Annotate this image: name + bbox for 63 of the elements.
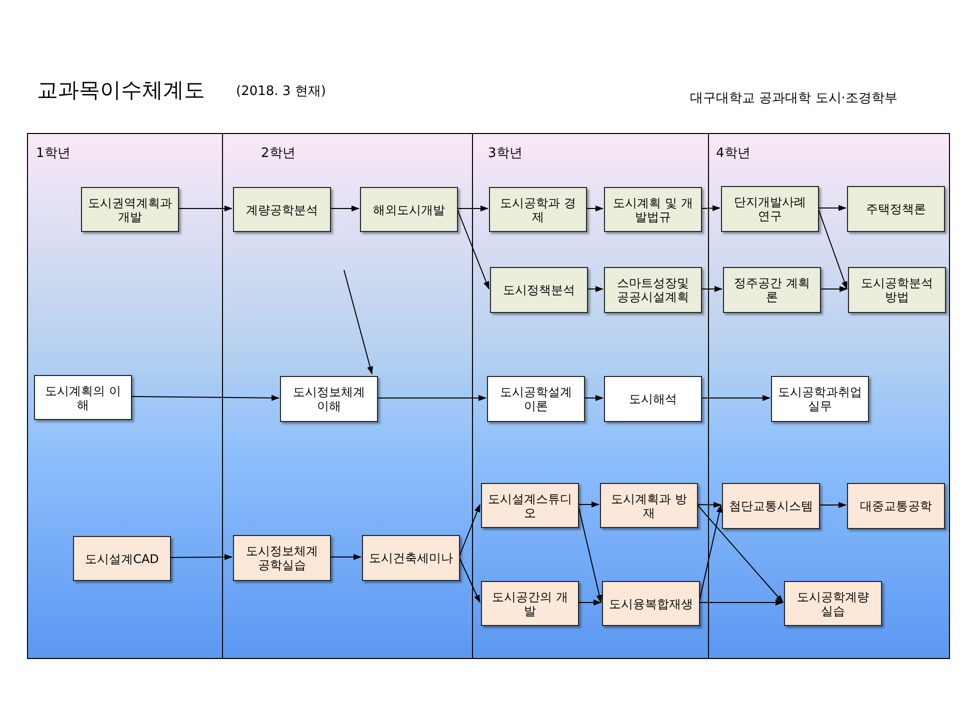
course-box: 도시설계CAD — [73, 536, 171, 581]
year-heading: 2학년 — [261, 145, 296, 162]
arrow — [586, 206, 604, 212]
arrow — [344, 270, 373, 374]
arrow — [696, 502, 722, 508]
course-box: 첨단교통시스템 — [722, 483, 820, 529]
course-box: 도시해석 — [604, 376, 702, 422]
arrow — [458, 556, 480, 603]
course-box: 도시공간의 개발 — [481, 581, 579, 626]
year-heading: 1학년 — [36, 145, 70, 162]
diagram-title: 교과목이수체계도 — [37, 77, 205, 104]
course-box: 도시공학계량 실습 — [784, 581, 882, 626]
arrow — [586, 286, 604, 292]
department-name: 대구대학교 공과대학 도시·조경학부 — [690, 90, 898, 107]
course-box: 도시정보체계 이해 — [280, 376, 378, 422]
course-box: 도시계획과 방재 — [600, 483, 698, 528]
course-box: 도시권역계획과 개발 — [81, 187, 179, 232]
arrow — [820, 286, 848, 292]
arrow — [130, 394, 280, 401]
date-note: (2018. 3 현재) — [236, 83, 326, 100]
year-column-panel — [472, 133, 709, 659]
arrow — [700, 286, 722, 292]
course-box: 도시공학분석 방법 — [848, 267, 946, 313]
arrow — [578, 600, 602, 606]
arrow — [456, 208, 490, 290]
arrow — [578, 502, 600, 508]
year-heading: 4학년 — [716, 145, 750, 162]
arrow — [376, 395, 486, 401]
arrow — [700, 205, 720, 212]
year-column-panel — [708, 133, 950, 659]
course-box: 도시계획 및 개발법규 — [604, 187, 702, 232]
course-box: 도시공학설계 이론 — [487, 376, 585, 422]
arrow — [700, 395, 770, 401]
arrow — [330, 554, 362, 560]
course-box: 주택정책론 — [847, 186, 945, 232]
course-box: 도시계획의 이해 — [34, 375, 132, 420]
arrow — [818, 502, 846, 508]
course-box: 정주공간 계획론 — [723, 267, 821, 313]
arrow — [584, 395, 604, 401]
course-box: 도시공학과취업실무 — [771, 376, 869, 422]
year-column-panel — [222, 133, 473, 659]
course-box: 도시공학과 경제 — [489, 187, 587, 232]
course-box: 해외도시개발 — [360, 187, 458, 232]
arrow — [330, 206, 360, 212]
arrow — [178, 206, 232, 212]
arrow — [696, 504, 784, 603]
arrow — [818, 205, 846, 211]
arrow — [456, 206, 488, 212]
year-heading: 3학년 — [488, 145, 522, 162]
arrow — [818, 208, 848, 290]
course-box: 대중교통공학 — [847, 483, 945, 529]
course-box: 계량공학분석 — [233, 187, 331, 232]
course-box: 도시정보체계 공학실습 — [233, 535, 331, 581]
year-column-panel — [27, 133, 223, 659]
arrow — [698, 600, 784, 606]
arrow — [170, 554, 232, 560]
course-box: 스마트성장및 공공시설계획 — [604, 267, 702, 313]
course-box: 도시설계스튜디오 — [481, 483, 579, 528]
course-box: 도시건축세미나 — [362, 535, 460, 581]
arrow — [458, 504, 480, 558]
course-box: 도시융복합재생 — [602, 581, 700, 626]
course-box: 단지개발사례 연구 — [721, 186, 819, 232]
course-box: 도시정책분석 — [490, 267, 588, 313]
